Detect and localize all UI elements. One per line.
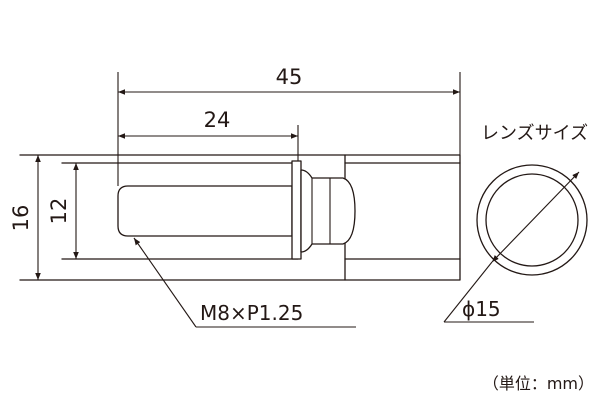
dimension-16-label: 16 — [9, 205, 33, 232]
dimension-12-label: 12 — [47, 198, 71, 225]
dimension-45-label: 45 — [276, 65, 303, 89]
lens-diameter-label: ϕ15 — [462, 297, 501, 321]
thread-spec-label: M8×P1.25 — [200, 301, 303, 325]
lens-outer-circle — [476, 164, 588, 276]
threaded-pin — [117, 160, 356, 260]
lens-view: レンズサイズ ϕ15 — [443, 123, 588, 323]
lens-size-label: レンズサイズ — [481, 123, 588, 144]
dimension-12: 12 — [47, 163, 79, 259]
dimension-45: 45 — [117, 65, 461, 186]
dimension-24-label: 24 — [204, 108, 231, 132]
dimension-16: 16 — [9, 155, 41, 280]
thread-leader: M8×P1.25 — [133, 237, 356, 328]
unit-note: （単位：mm） — [483, 374, 594, 393]
dimension-24: 24 — [118, 108, 299, 161]
